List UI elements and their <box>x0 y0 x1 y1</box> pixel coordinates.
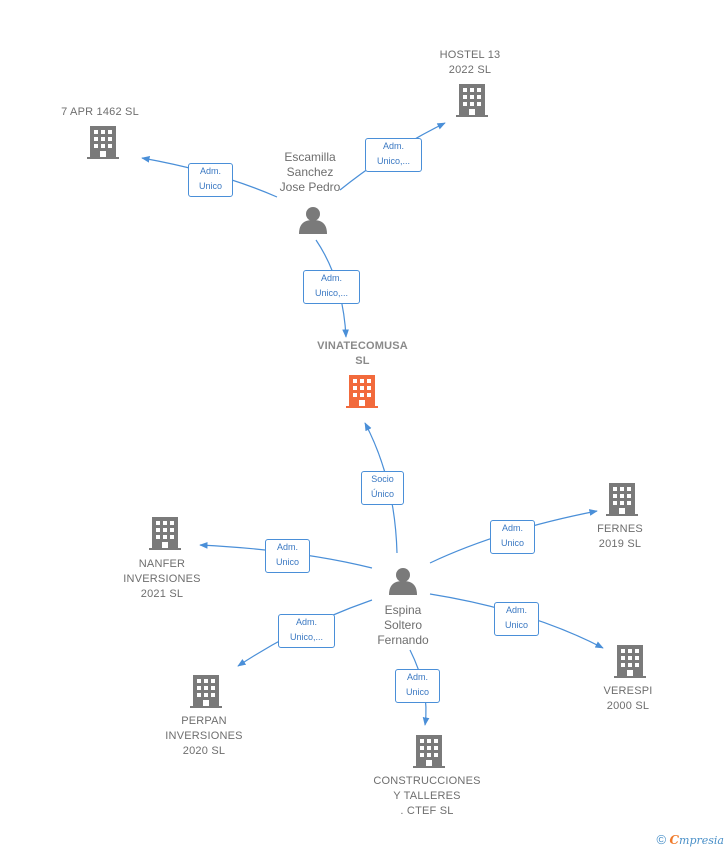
edge-label-esp-constr[interactable]: Adm. Unico <box>395 669 440 703</box>
edge-label-esc-apr[interactable]: Adm. Unico <box>188 163 233 197</box>
person-icon-escamilla[interactable] <box>299 207 327 234</box>
brand-initial: C <box>669 833 680 847</box>
building-icon-verespi[interactable] <box>614 645 646 678</box>
edge-label-esp-nanfer[interactable]: Adm. Unico <box>265 539 310 573</box>
node-label-nanfer[interactable]: NANFER INVERSIONES 2021 SL <box>123 558 201 600</box>
brand-name: mpresia <box>679 834 724 847</box>
node-label-apr1462[interactable]: 7 APR 1462 SL <box>61 106 139 118</box>
brand-footer[interactable]: © Cmpresia <box>657 832 724 847</box>
node-label-verespi[interactable]: VERESPI 2000 SL <box>603 685 653 712</box>
building-icon-construcciones[interactable] <box>413 735 445 768</box>
node-label-vinatecomusa[interactable]: VINATECOMUSA SL <box>317 340 408 367</box>
building-icon-perpan[interactable] <box>190 675 222 708</box>
building-icon-nanfer[interactable] <box>149 517 181 550</box>
person-icon-espina[interactable] <box>389 568 417 595</box>
edge-label-esp-vina[interactable]: Socio Único <box>361 471 404 505</box>
person-label-espina[interactable]: Espina Soltero Fernando <box>377 603 429 647</box>
edge-label-esp-perpan[interactable]: Adm. Unico,... <box>278 614 335 648</box>
node-label-perpan[interactable]: PERPAN INVERSIONES 2020 SL <box>165 715 243 757</box>
edge-label-esp-fernes[interactable]: Adm. Unico <box>490 520 535 554</box>
building-icon-apr1462[interactable] <box>87 126 119 159</box>
edge-label-esp-verespi[interactable]: Adm. Unico <box>494 602 539 636</box>
node-label-hostel13[interactable]: HOSTEL 13 2022 SL <box>439 49 501 76</box>
building-icon-hostel13[interactable] <box>456 84 488 117</box>
edge-label-esc-vina[interactable]: Adm. Unico,... <box>303 270 360 304</box>
copyright-icon: © <box>656 832 667 847</box>
node-label-fernes[interactable]: FERNES 2019 SL <box>597 523 643 550</box>
edge-label-esc-hostel[interactable]: Adm. Unico,... <box>365 138 422 172</box>
building-icon-vinatecomusa[interactable] <box>346 375 378 408</box>
node-label-construcciones[interactable]: CONSTRUCCIONES Y TALLERES . CTEF SL <box>373 775 481 817</box>
building-icon-fernes[interactable] <box>606 483 638 516</box>
person-label-escamilla[interactable]: Escamilla Sanchez Jose Pedro <box>279 150 341 194</box>
